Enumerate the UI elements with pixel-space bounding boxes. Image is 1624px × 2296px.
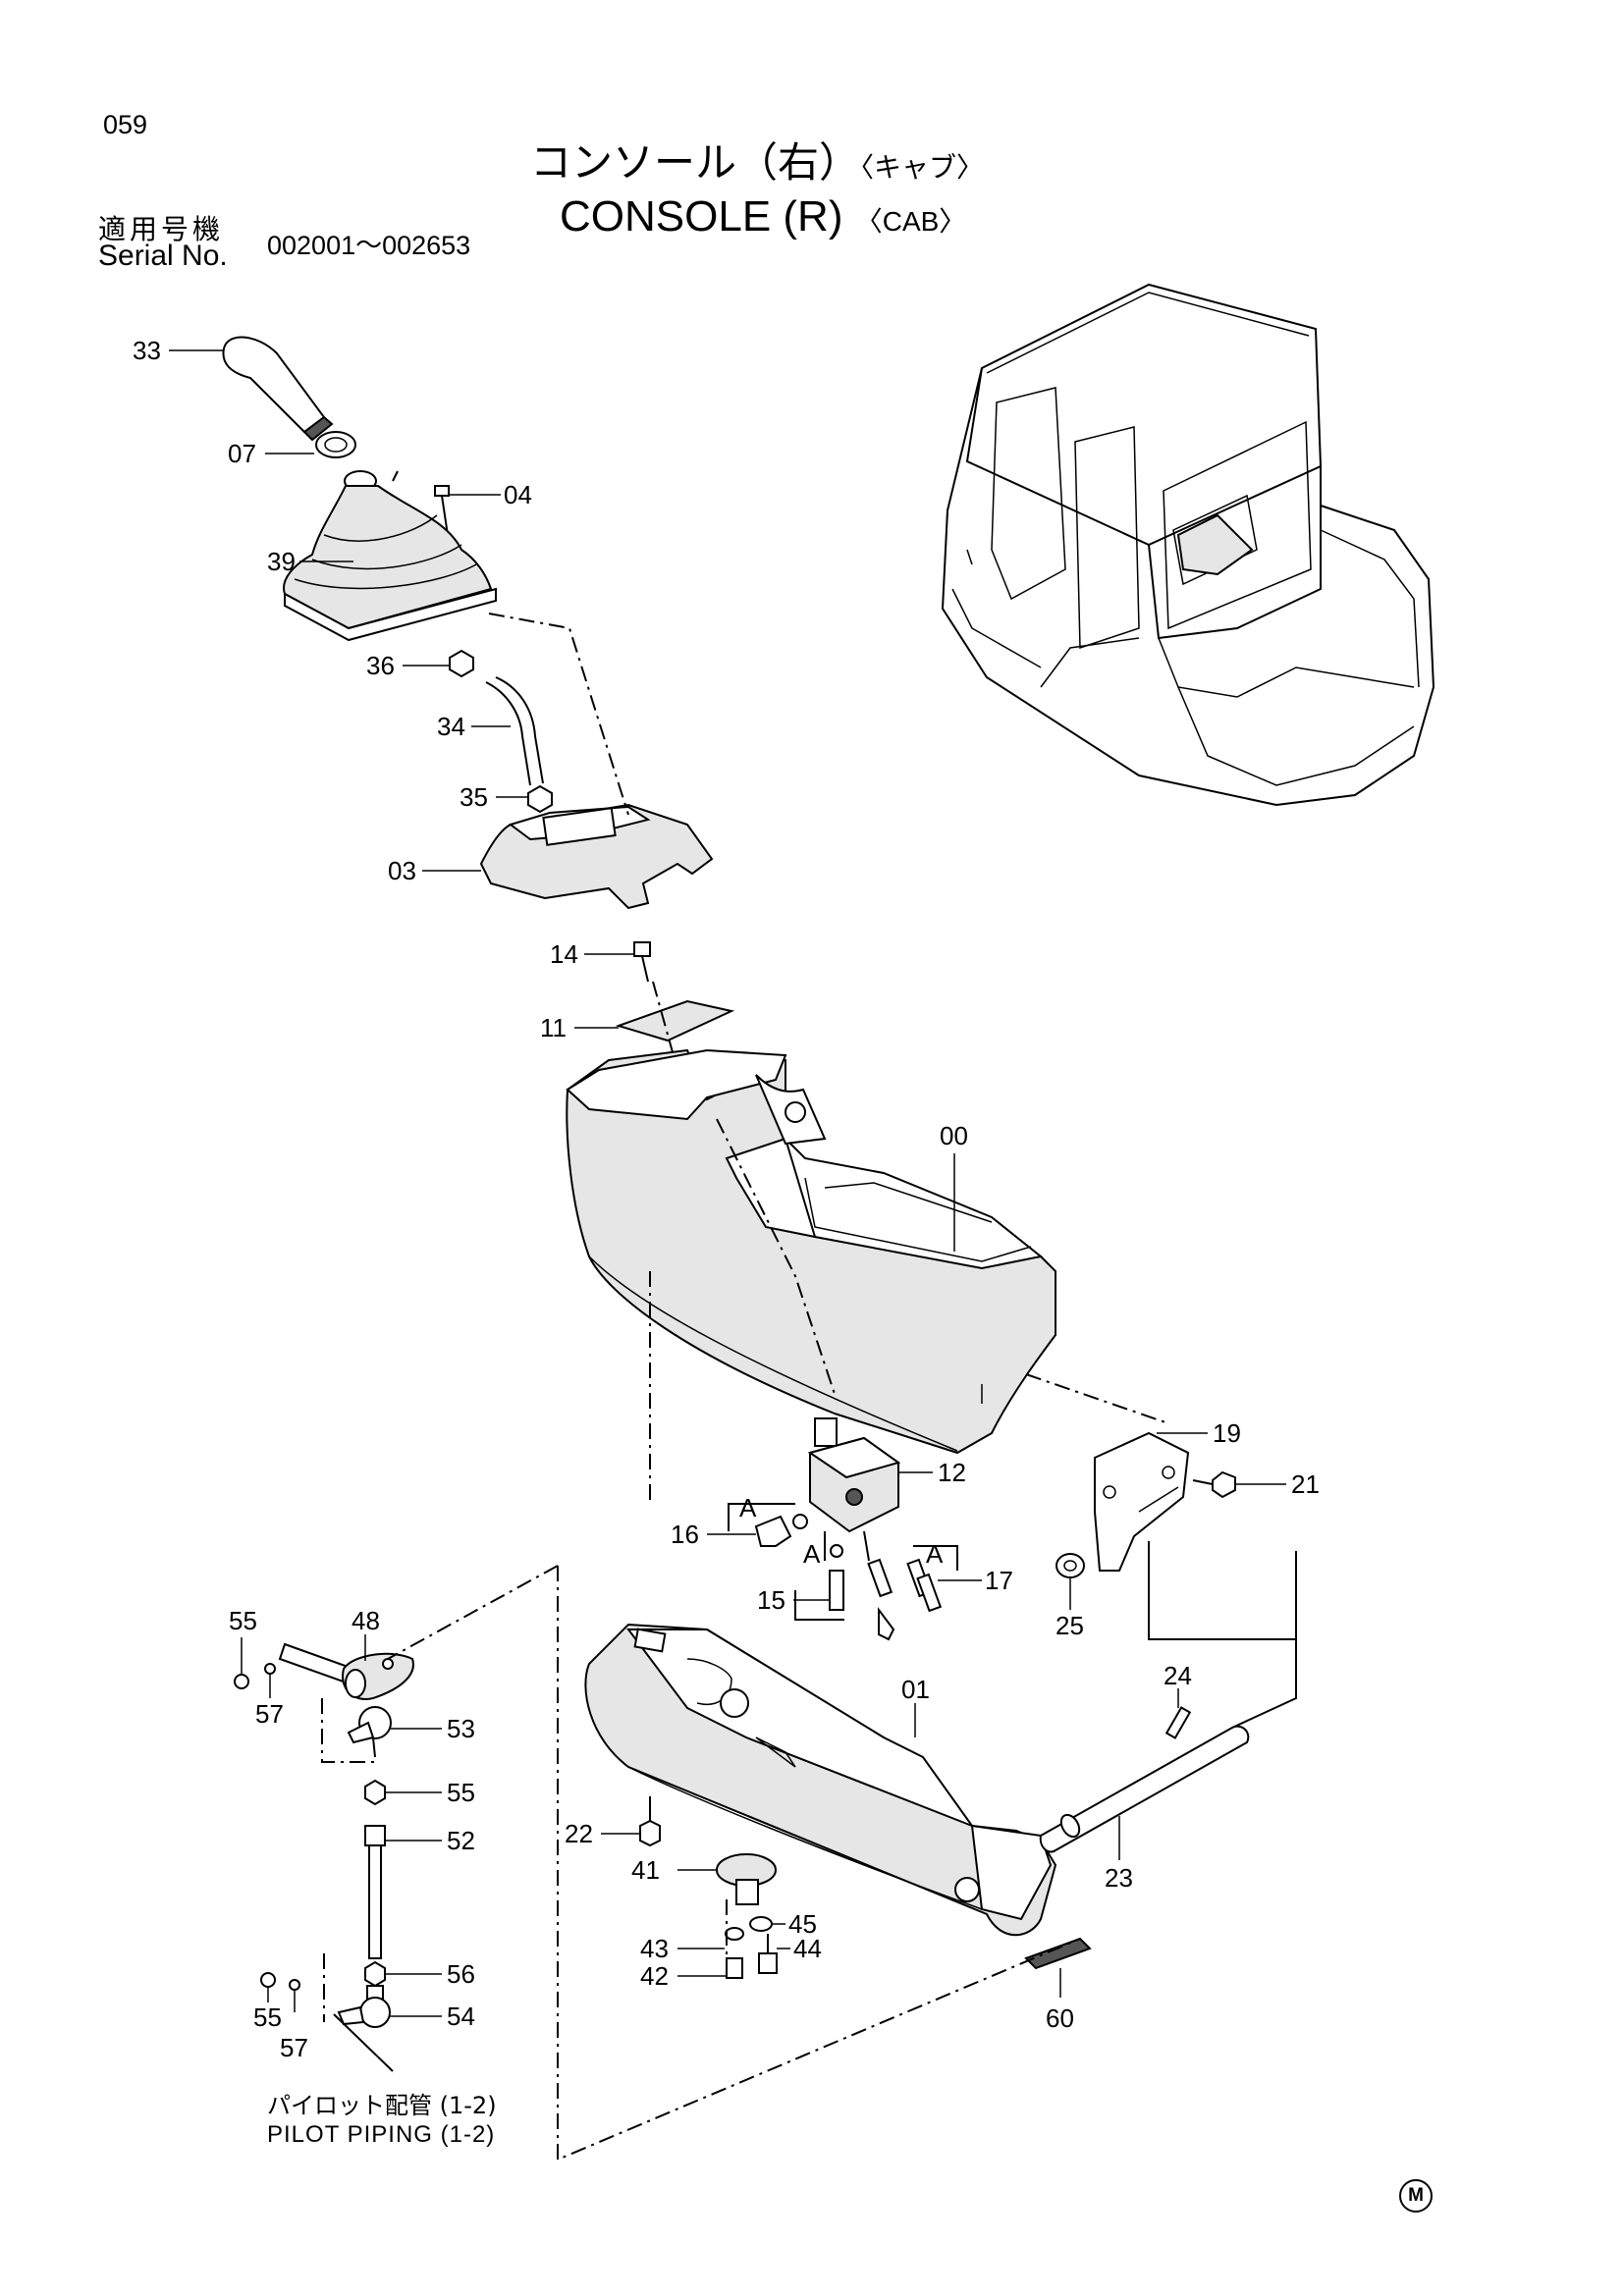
- pad-60: [1024, 1937, 1092, 1970]
- bolt-44: [758, 1934, 778, 1974]
- nut-55-mid: [364, 1779, 386, 1806]
- rubber-boot-39: [283, 470, 497, 642]
- elbow-fitting-16: [754, 1514, 808, 1547]
- ball-joint-53: [347, 1706, 392, 1758]
- cab-illustration: [941, 283, 1435, 806]
- manufacturer-mark: M: [1399, 2179, 1433, 2213]
- title-japanese: コンソール（右）〈キャブ〉: [530, 130, 984, 189]
- callout-21: 21: [1291, 1469, 1320, 1499]
- title-english-main: CONSOLE (R): [560, 192, 843, 240]
- callout-19: 19: [1213, 1418, 1241, 1448]
- title-japanese-variant: 〈キャブ〉: [860, 151, 985, 184]
- callout-48: 48: [352, 1606, 380, 1635]
- pilot-piping-label-japanese: パイロット配管 (1-2): [267, 2092, 497, 2119]
- pilot-piping-label-english: PILOT PIPING (1-2): [267, 2121, 496, 2148]
- pin-24: [1164, 1706, 1192, 1739]
- callout-54: 54: [447, 2002, 475, 2031]
- callout-55-middle: 55: [447, 1778, 475, 1807]
- callout-24: 24: [1164, 1661, 1192, 1690]
- callout-a-middle: A: [803, 1539, 821, 1569]
- adapter-15: [829, 1544, 844, 1611]
- callout-56: 56: [447, 1959, 475, 1989]
- callout-01: 01: [901, 1675, 930, 1704]
- nut-55-top: [234, 1674, 249, 1689]
- bolt-04: [434, 485, 450, 536]
- ring-07: [315, 431, 356, 458]
- rod-52: [364, 1825, 386, 1959]
- adapters-17: [867, 1558, 943, 1641]
- title-english-variant: 〈CAB〉: [854, 206, 967, 237]
- callout-23: 23: [1105, 1863, 1133, 1893]
- callout-12: 12: [938, 1458, 966, 1487]
- callout-43: 43: [640, 1934, 669, 1963]
- callout-17: 17: [985, 1566, 1013, 1595]
- callout-60: 60: [1046, 2003, 1074, 2033]
- title-english: CONSOLE (R) 〈CAB〉: [560, 192, 966, 241]
- callout-42: 42: [640, 1961, 669, 1991]
- serial-label-japanese: 適用号機: [98, 213, 225, 245]
- washer-45: [749, 1916, 773, 1932]
- ball-joint-54: [337, 1985, 391, 2028]
- callout-a-right: A: [926, 1539, 944, 1569]
- callout-25: 25: [1056, 1611, 1084, 1640]
- callout-34: 34: [437, 712, 465, 741]
- pilot-valve-12: [807, 1417, 901, 1562]
- callout-a-top: A: [739, 1493, 757, 1522]
- callout-36: 36: [366, 651, 395, 680]
- serial-range: 002001～002653: [267, 231, 471, 260]
- mount-41: [716, 1853, 777, 1905]
- callout-52: 52: [447, 1826, 475, 1855]
- callout-labels: 33 07 04 39 36 34 35 03 14 11 00 19 12 2…: [133, 336, 1320, 2062]
- washer-25: [1056, 1553, 1085, 1578]
- callout-33: 33: [133, 336, 161, 365]
- callout-leaders: [169, 349, 1286, 2017]
- lever-grip-33: [222, 336, 334, 442]
- washer-43: [725, 1927, 744, 1941]
- callout-55-top: 55: [229, 1606, 257, 1635]
- page-number: 059: [103, 110, 148, 139]
- title-japanese-main: コンソール（右）: [530, 138, 861, 187]
- callout-35: 35: [460, 782, 488, 812]
- plate-11: [615, 999, 735, 1042]
- callout-55-bottom: 55: [253, 2002, 282, 2032]
- washer-57-top: [264, 1663, 276, 1675]
- bolt-22: [639, 1796, 661, 1847]
- callout-07: 07: [228, 439, 256, 468]
- callout-57-top: 57: [255, 1699, 284, 1729]
- callout-11: 11: [540, 1013, 567, 1042]
- callout-53: 53: [447, 1714, 475, 1743]
- callout-41: 41: [631, 1855, 660, 1885]
- bracket-19: [1094, 1431, 1190, 1572]
- console-cover-03: [479, 803, 714, 910]
- console-body-00: [566, 1048, 1056, 1455]
- callout-57-bottom: 57: [280, 2033, 308, 2062]
- callout-04: 04: [504, 480, 532, 509]
- shaft-23: [1039, 1725, 1250, 1853]
- pivot-48: [278, 1642, 414, 1700]
- callout-22: 22: [565, 1819, 593, 1848]
- bolt-21: [1192, 1470, 1236, 1499]
- callout-39: 39: [267, 547, 296, 576]
- nut-36: [449, 649, 474, 678]
- callout-45: 45: [788, 1909, 817, 1939]
- callout-44: 44: [793, 1934, 822, 1963]
- callout-03: 03: [388, 856, 416, 885]
- pipe-34: [485, 681, 531, 786]
- callout-14: 14: [550, 939, 578, 969]
- callout-15: 15: [757, 1585, 785, 1615]
- bolt-14: [633, 941, 651, 983]
- bolt-42: [726, 1957, 743, 1979]
- serial-label-english: Serial No.: [98, 240, 228, 272]
- washer-57-bottom: [289, 1979, 300, 1991]
- nut-55-bottom: [260, 1972, 276, 1988]
- callout-00: 00: [940, 1121, 968, 1150]
- nut-56: [364, 1960, 386, 1988]
- callout-16: 16: [671, 1520, 699, 1549]
- console-base-01: [584, 1623, 1057, 1937]
- nut-35: [527, 784, 553, 814]
